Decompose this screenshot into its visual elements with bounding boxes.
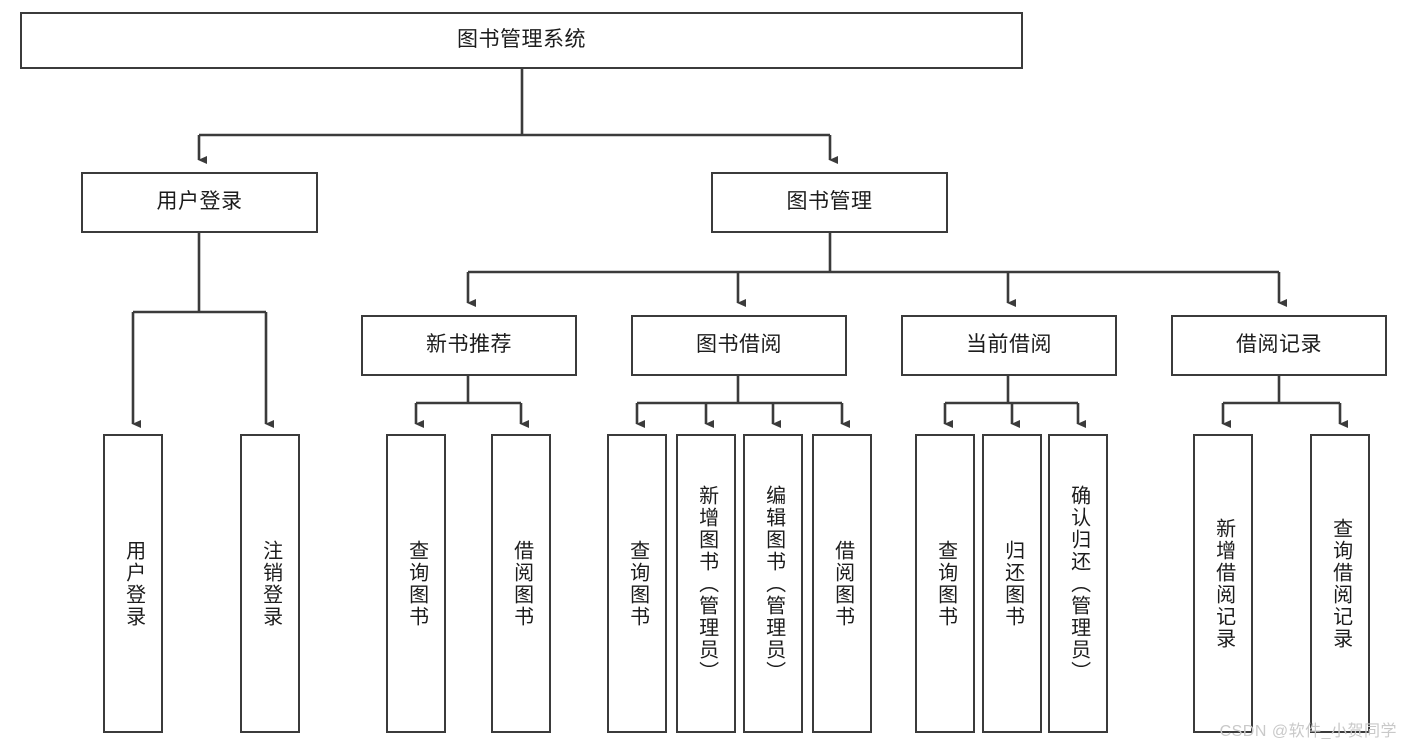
node-borrow-record[interactable]: 借阅记录 — [1171, 315, 1387, 376]
leaf-new-book-borrow[interactable]: 借阅图书 — [491, 434, 551, 733]
leaf-label: 借阅图书 — [831, 539, 854, 628]
leaf-label: 借阅图书 — [510, 539, 533, 628]
leaf-label: 查询图书 — [405, 539, 428, 628]
leaf-label: 归还图书 — [1001, 539, 1024, 628]
leaf-book-borrow-edit[interactable]: 编辑图书（管理员） — [743, 434, 803, 733]
leaf-label: 编辑图书（管理员） — [762, 484, 785, 683]
node-borrow-record-label: 借阅记录 — [1236, 333, 1322, 357]
leaf-label: 新增图书（管理员） — [695, 484, 718, 683]
leaf-label: 查询图书 — [626, 539, 649, 628]
leaf-label: 查询图书 — [934, 539, 957, 628]
leaf-current-borrow-return[interactable]: 归还图书 — [982, 434, 1042, 733]
leaf-book-borrow-add[interactable]: 新增图书（管理员） — [676, 434, 736, 733]
watermark: CSDN @软件_小贺同学 — [1219, 723, 1397, 740]
node-new-book-recommend-label: 新书推荐 — [426, 333, 512, 357]
node-root[interactable]: 图书管理系统 — [20, 12, 1023, 69]
leaf-current-borrow-confirm-return[interactable]: 确认归还（管理员） — [1048, 434, 1108, 733]
node-book-management[interactable]: 图书管理 — [711, 172, 948, 233]
node-book-management-label: 图书管理 — [786, 190, 873, 214]
leaf-user-login-logout[interactable]: 注销登录 — [240, 434, 300, 733]
leaf-book-borrow-borrow[interactable]: 借阅图书 — [812, 434, 872, 733]
leaf-label: 注销登录 — [259, 539, 282, 628]
node-current-borrow-label: 当前借阅 — [966, 333, 1052, 357]
node-book-borrow-label: 图书借阅 — [696, 333, 782, 357]
leaf-new-book-query[interactable]: 查询图书 — [386, 434, 446, 733]
leaf-label: 用户登录 — [122, 539, 145, 628]
leaf-book-borrow-query[interactable]: 查询图书 — [607, 434, 667, 733]
node-book-borrow[interactable]: 图书借阅 — [631, 315, 847, 376]
node-new-book-recommend[interactable]: 新书推荐 — [361, 315, 577, 376]
node-current-borrow[interactable]: 当前借阅 — [901, 315, 1117, 376]
leaf-current-borrow-query[interactable]: 查询图书 — [915, 434, 975, 733]
node-user-login-label: 用户登录 — [156, 190, 243, 214]
leaf-user-login-login[interactable]: 用户登录 — [103, 434, 163, 733]
leaf-borrow-record-add[interactable]: 新增借阅记录 — [1193, 434, 1253, 733]
leaf-label: 新增借阅记录 — [1212, 517, 1235, 650]
leaf-borrow-record-query[interactable]: 查询借阅记录 — [1310, 434, 1370, 733]
node-user-login[interactable]: 用户登录 — [81, 172, 318, 233]
leaf-label: 查询借阅记录 — [1329, 517, 1352, 650]
node-root-label: 图书管理系统 — [457, 28, 586, 52]
leaf-label: 确认归还（管理员） — [1067, 484, 1090, 683]
